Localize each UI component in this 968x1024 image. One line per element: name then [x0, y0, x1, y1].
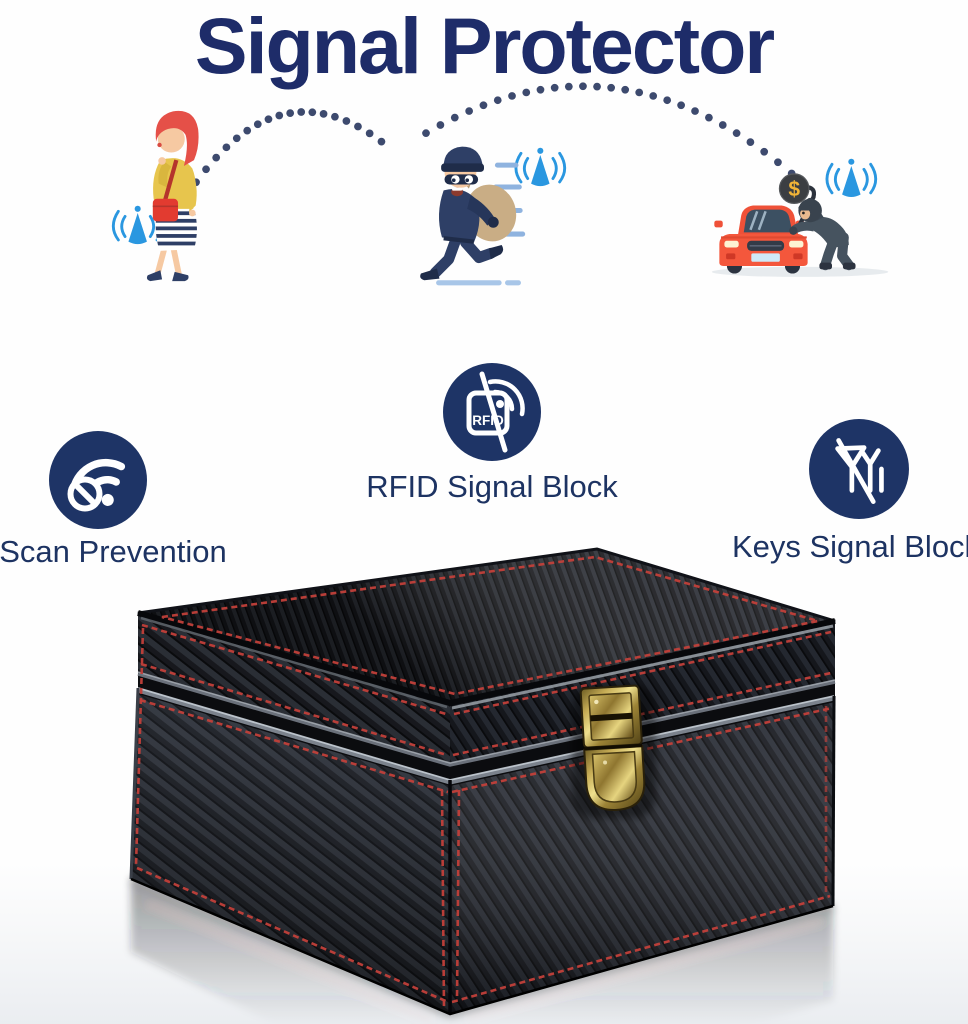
feature-label-keys: Keys Signal Block	[731, 529, 968, 564]
dollar-sign: $	[788, 178, 800, 201]
license-plate	[751, 253, 780, 262]
rfid-blocked-icon: RFID	[443, 363, 541, 461]
box-latch	[579, 684, 646, 811]
theft-illustration: $	[111, 82, 889, 286]
car	[714, 205, 808, 274]
handbag	[152, 198, 179, 222]
no-scan-wifi-icon	[49, 431, 147, 529]
feature-label-scan: Scan Prevention	[0, 534, 227, 569]
car-thief	[789, 184, 856, 271]
wifi-broadcast-icon	[514, 146, 567, 188]
key-signal-blocked-icon	[809, 419, 909, 519]
feature-rfid-signal-block: RFID	[442, 362, 542, 462]
running-thief	[420, 146, 567, 286]
feature-label-rfid: RFID Signal Block	[366, 469, 618, 504]
money-icon: $	[778, 173, 810, 204]
lid-stitching	[161, 555, 819, 696]
signal-arc-thief-to-car	[422, 82, 796, 178]
woman-with-handbag	[111, 110, 199, 282]
signal-arc-woman-to-thief	[172, 108, 386, 217]
feature-keys-signal-block	[808, 418, 910, 520]
faraday-box-photo	[0, 547, 968, 1024]
page-title: Signal Protector	[194, 1, 775, 90]
feature-scan-prevention	[48, 430, 148, 530]
wifi-broadcast-icon	[825, 157, 878, 199]
box-body	[129, 672, 836, 1016]
car-break-in: $	[711, 157, 889, 277]
